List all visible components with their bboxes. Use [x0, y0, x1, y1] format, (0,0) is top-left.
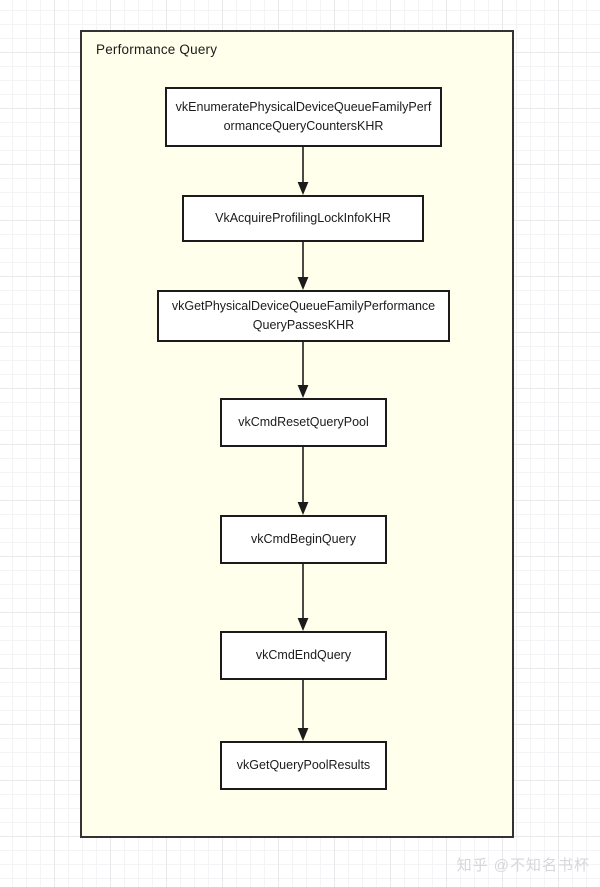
watermark: 知乎 @不知名书杯	[456, 857, 590, 874]
node-cmd-end-query[interactable]: vkCmdEndQuery	[220, 631, 387, 680]
node-enumerate-counters[interactable]: vkEnumeratePhysicalDeviceQueueFamilyPerf…	[165, 87, 442, 147]
arrow-down-icon	[294, 680, 312, 741]
arrow-down-icon	[294, 342, 312, 398]
node-get-query-passes[interactable]: vkGetPhysicalDeviceQueueFamilyPerformanc…	[157, 290, 450, 342]
arrow-down-icon	[294, 147, 312, 195]
arrow-down-icon	[294, 564, 312, 631]
performance-query-group: Performance Query vkEnumeratePhysicalDev…	[80, 30, 514, 838]
arrow-down-icon	[294, 447, 312, 515]
group-title: Performance Query	[96, 42, 218, 57]
node-cmd-reset-query-pool[interactable]: vkCmdResetQueryPool	[220, 398, 387, 447]
node-get-query-pool-results[interactable]: vkGetQueryPoolResults	[220, 741, 387, 790]
node-cmd-begin-query[interactable]: vkCmdBeginQuery	[220, 515, 387, 564]
arrow-down-icon	[294, 242, 312, 290]
node-acquire-lock-info[interactable]: VkAcquireProfilingLockInfoKHR	[182, 195, 424, 242]
